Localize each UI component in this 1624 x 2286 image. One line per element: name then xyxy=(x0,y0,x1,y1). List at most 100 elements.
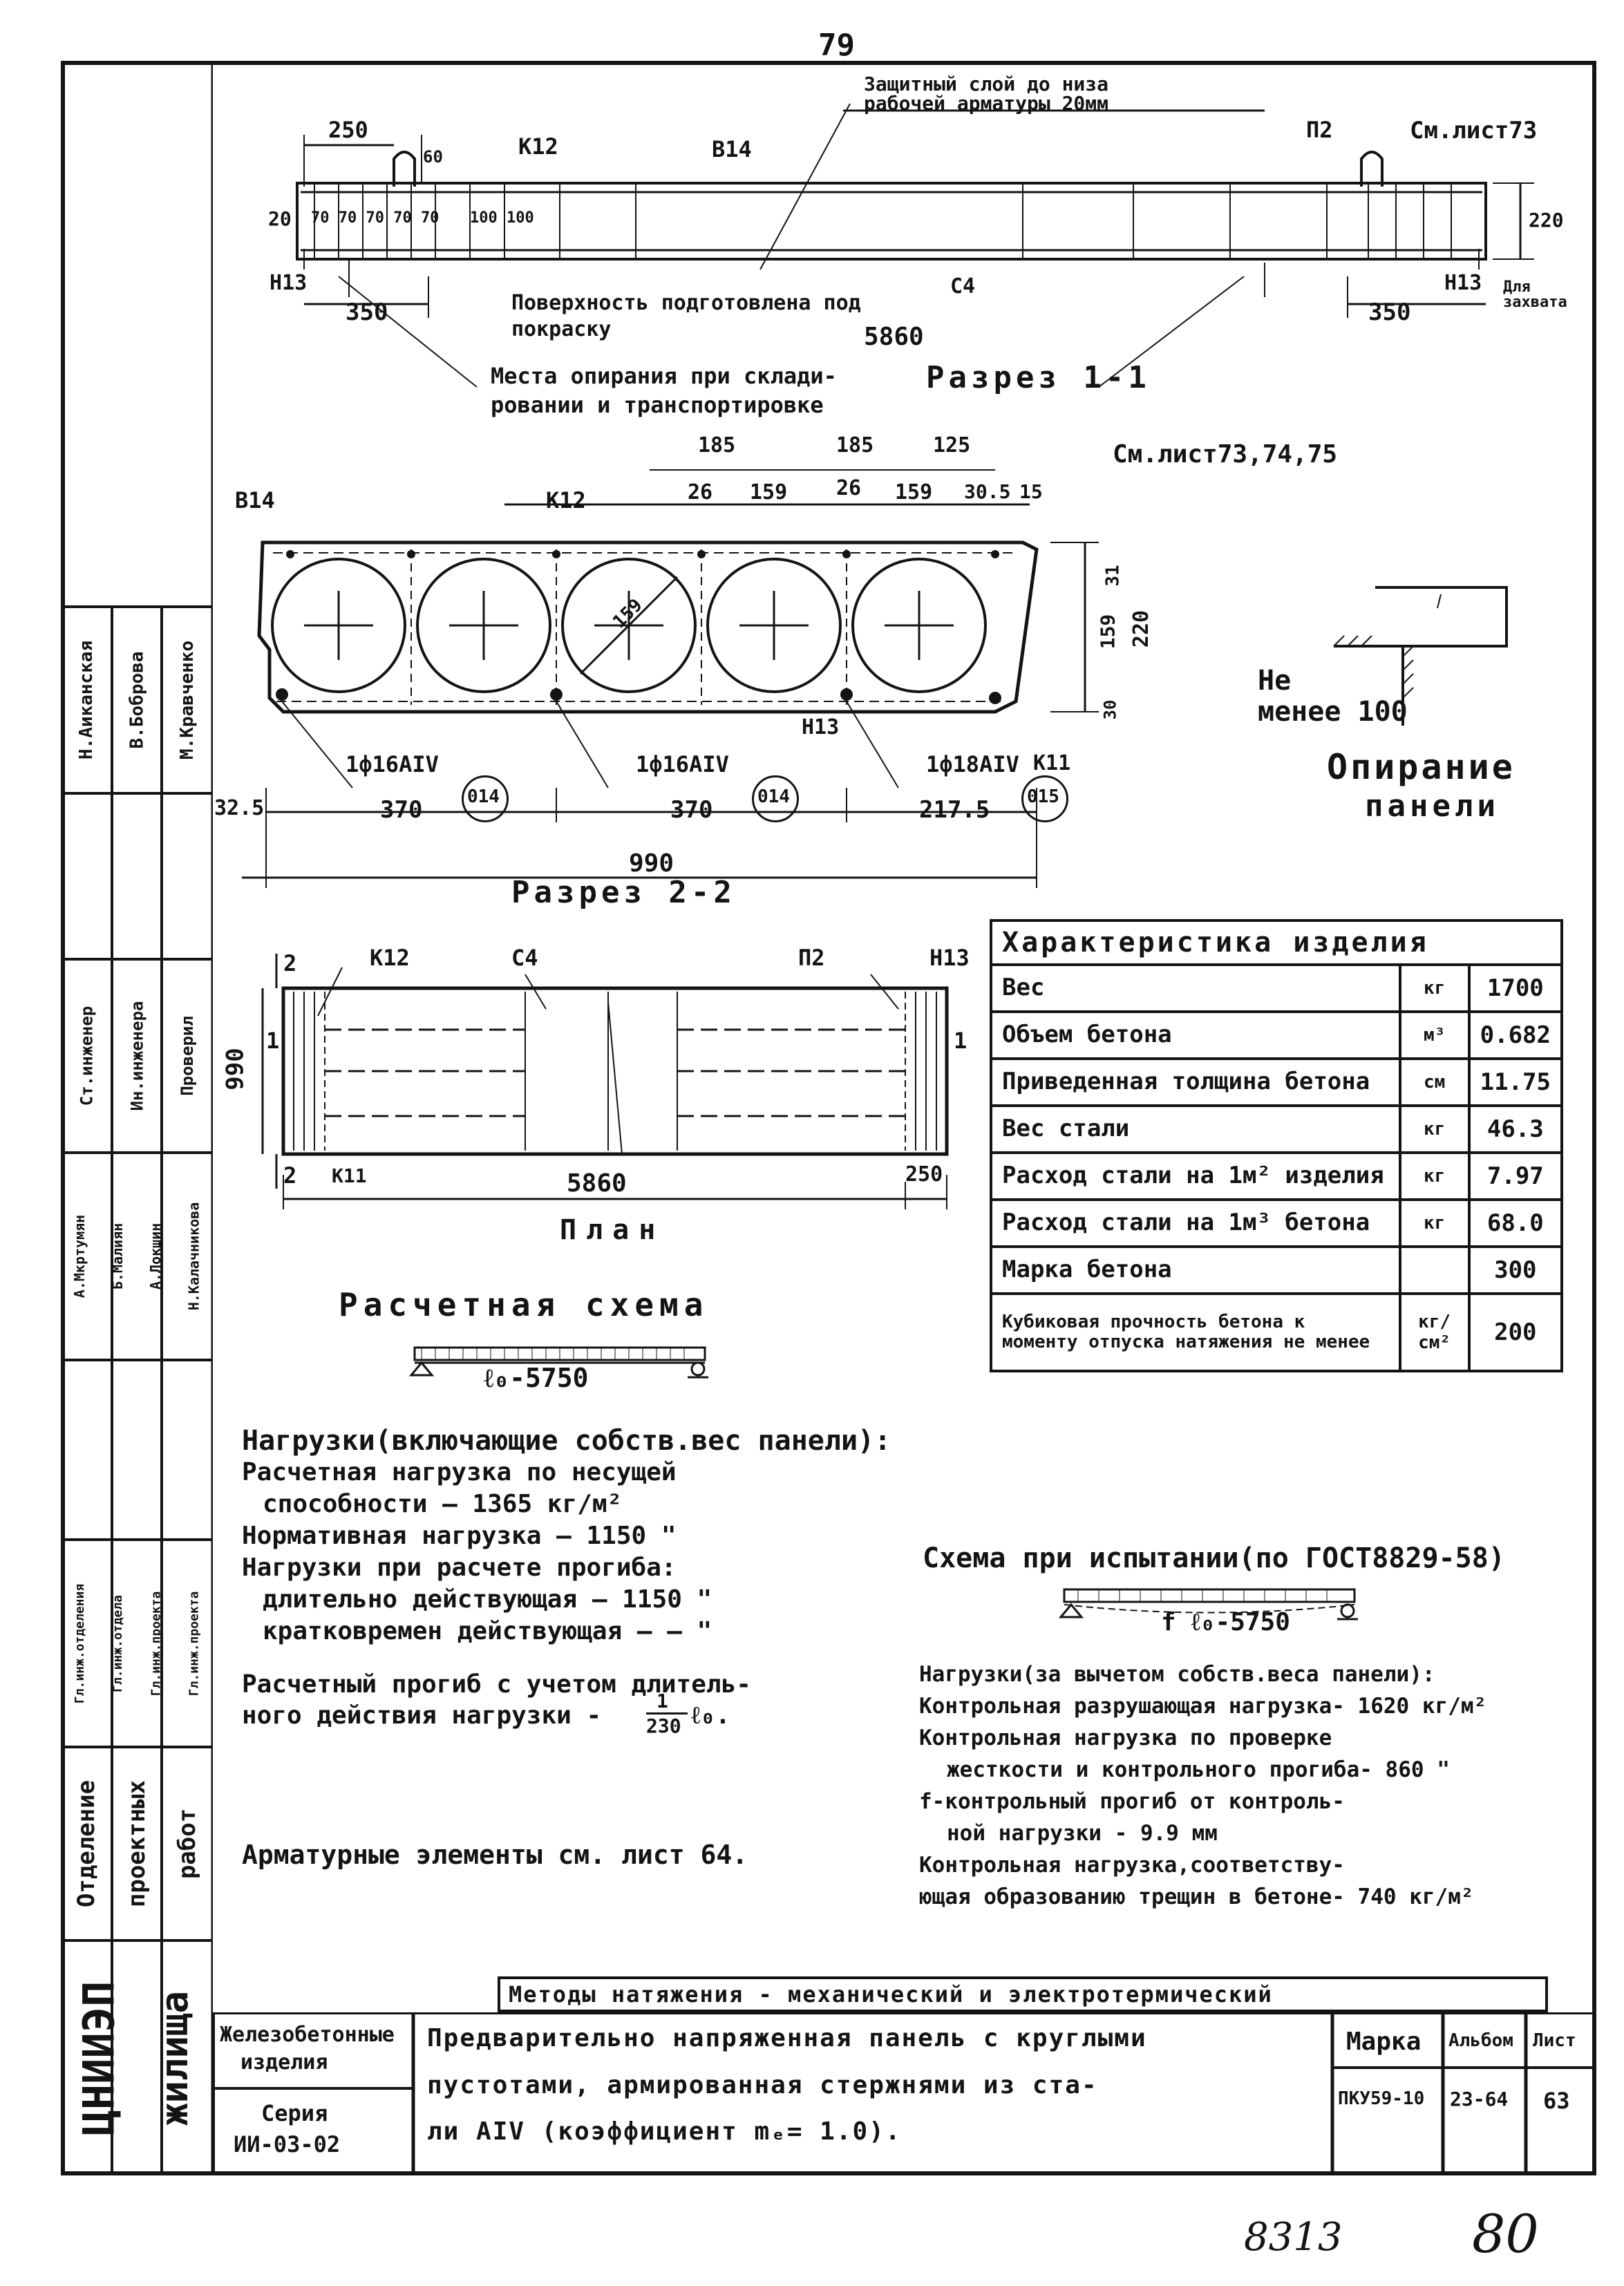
test-line: f-контрольный прогиб от контроль- xyxy=(919,1789,1345,1814)
description-line-3: ли АIV (коэффициент mₑ= 1.0). xyxy=(427,2117,902,2146)
label-2-bottom: 2 xyxy=(283,1162,297,1189)
dim-70s: 70 70 70 70 70 xyxy=(311,209,440,227)
dim-60: 60 xyxy=(423,147,443,167)
test-line: Контрольная нагрузка по проверке xyxy=(919,1726,1332,1750)
stamp-dept-2: проектных xyxy=(123,1779,151,1908)
stamp-org: ЦНИИЭП xyxy=(73,1981,124,2135)
stamp-name-a2: В.Боброва xyxy=(126,651,148,749)
section-2-2-drawing xyxy=(242,469,1099,888)
support-note-2: ровании и транспортировке xyxy=(491,392,824,418)
support-title-2: панели xyxy=(1365,788,1500,824)
calc-line: длительно действующая — 1150 " xyxy=(263,1585,712,1614)
section-1-1-drawing xyxy=(296,103,1534,388)
calc-span-label: ℓ₀-5750 xyxy=(484,1363,589,1393)
test-beam-drawing xyxy=(1058,1588,1358,1621)
stamp-role-3: Проверил xyxy=(178,1016,197,1096)
characteristic-value: 0.682 xyxy=(1467,1010,1564,1060)
label-1-right: 1 xyxy=(954,1028,967,1054)
calc-beam-drawing xyxy=(408,1346,708,1379)
characteristic-value: 68.0 xyxy=(1467,1198,1564,1248)
test-line: ной нагрузки - 9.9 мм xyxy=(947,1821,1218,1846)
calc-loads-title: Нагрузки(включающие собств.вес панели): xyxy=(242,1425,891,1457)
stamp-role-1: Ст.инженер xyxy=(77,1005,96,1106)
series-value: ИИ-03-02 xyxy=(234,2131,341,2157)
dim-2175: 217.5 xyxy=(919,796,990,824)
label-1-left: 1 xyxy=(266,1028,280,1054)
characteristic-name: Приведенная толщина бетона xyxy=(990,1057,1401,1107)
label-n13-s22: Н13 xyxy=(802,715,840,739)
stamp-name-a1: Н.Аиканская xyxy=(76,640,97,760)
characteristic-value: 200 xyxy=(1467,1292,1564,1372)
side-stamp: Н.Аиканская В.Боброва М.Кравченко Ст.инж… xyxy=(61,61,215,2175)
dim-185b: 185 xyxy=(836,433,874,457)
support-min-label-2: менее 100 xyxy=(1258,696,1408,728)
dim-220-s11: 220 xyxy=(1529,209,1564,232)
label-p2-plan: П2 xyxy=(798,945,825,971)
dim-26b: 26 xyxy=(836,476,862,500)
label-k12-plan: К12 xyxy=(370,945,410,971)
plan-title: План xyxy=(560,1214,665,1246)
dim-990-s22: 990 xyxy=(629,849,674,878)
dim-370b: 370 xyxy=(670,796,713,824)
series-label: Серия xyxy=(261,2100,328,2126)
stamp-name-b2: Б.Малиян xyxy=(109,1222,126,1290)
stamp-role-2: Ин.инженера xyxy=(127,1001,147,1111)
mark-1: 014 xyxy=(467,786,500,807)
label-k11-plan: К11 xyxy=(332,1164,367,1187)
methods-note-box xyxy=(498,1976,1548,2012)
bar-1: 1ф16АIV xyxy=(346,751,439,777)
sheet-label: Лист xyxy=(1533,2030,1576,2051)
characteristic-name: Кубиковая прочность бетона к моменту отп… xyxy=(990,1292,1401,1372)
dim-159-vertical: 159 xyxy=(1096,614,1120,650)
characteristic-unit xyxy=(1398,1245,1471,1295)
support-min-label-1: Не xyxy=(1258,665,1292,697)
label-k12-s22: К12 xyxy=(546,487,586,513)
characteristic-unit: кг/см² xyxy=(1398,1292,1471,1372)
stamp-role-5: Гл.инж.отдела xyxy=(111,1594,126,1692)
calc-line: Нагрузки при расчете прогиба: xyxy=(242,1553,677,1582)
stamp-name-b3: А.Локшин xyxy=(147,1222,164,1290)
dim-350-right: 350 xyxy=(1368,299,1411,326)
dim-325: 32.5 xyxy=(214,796,265,820)
dim-350-left: 350 xyxy=(346,299,388,326)
bar-3: 1ф18АIV xyxy=(926,751,1019,777)
deflection-line-1: Расчетный прогиб с учетом длитель- xyxy=(242,1670,751,1699)
sheet-number-bottom: 8313 xyxy=(1244,2215,1343,2260)
dim-185a: 185 xyxy=(698,433,736,457)
support-note-1: Места опирания при склади- xyxy=(491,363,837,389)
stamp-dept-3: работ xyxy=(173,1808,202,1880)
characteristic-value: 7.97 xyxy=(1467,1151,1564,1201)
test-line: ющая образованию трещин в бетоне- 740 кг… xyxy=(919,1884,1474,1909)
stamp-name-b4: Н.Калачникова xyxy=(185,1202,202,1311)
mark-circle-2 xyxy=(752,775,799,822)
label-n13-plan: Н13 xyxy=(929,945,970,971)
rebar-note: Арматурные элементы см. лист 64. xyxy=(242,1840,748,1870)
deflection-frac-den: 230 xyxy=(646,1714,681,1737)
test-line: Контрольная нагрузка,соответству- xyxy=(919,1853,1345,1878)
characteristic-name: Расход стали на 1м³ бетона xyxy=(990,1198,1401,1248)
stamp-role-4: Гл.инж.отделения xyxy=(73,1583,88,1703)
mark-circle-1 xyxy=(462,775,509,822)
mark-circle-3 xyxy=(1021,775,1068,822)
label-2-top: 2 xyxy=(283,950,297,976)
dim-5860-s11: 5860 xyxy=(864,323,924,351)
calc-line: Расчетная нагрузка по несущей xyxy=(242,1458,677,1486)
label-c4-plan: С4 xyxy=(511,945,538,971)
dim-125: 125 xyxy=(933,433,971,457)
characteristic-unit: кг xyxy=(1398,963,1471,1013)
section-2-2-title: Разрез 2-2 xyxy=(511,875,736,910)
protective-layer-note: Защитный слой до низа рабочей арматуры 2… xyxy=(864,73,1109,115)
plan-drawing xyxy=(261,954,949,1209)
section-1-1-title: Разрез 1-1 xyxy=(926,360,1151,395)
dim-250-plan: 250 xyxy=(905,1162,943,1187)
category-line-2: изделия xyxy=(240,2050,328,2075)
dim-26a: 26 xyxy=(688,480,713,504)
dim-15: 15 xyxy=(1019,480,1043,503)
characteristic-value: 300 xyxy=(1467,1245,1564,1295)
label-v14-s22: В14 xyxy=(235,487,275,513)
